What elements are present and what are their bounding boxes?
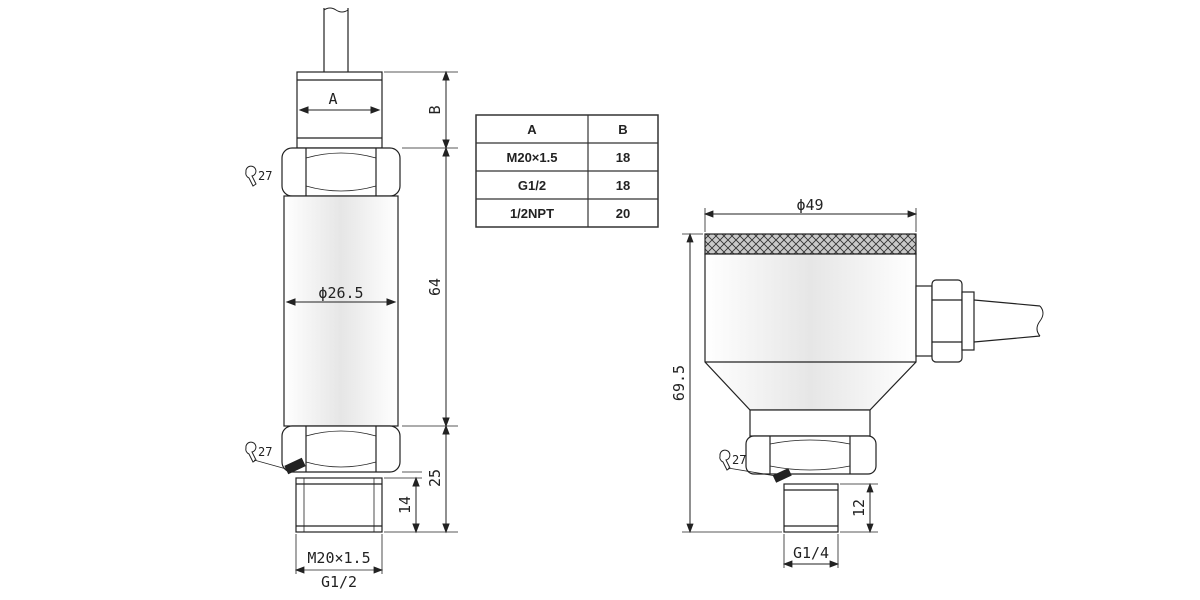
dim-bottom-thread [294, 534, 384, 574]
spec-table: A B M20×1.5 18 G1/2 18 1/2NPT 20 [475, 114, 659, 228]
table-cell: G1/2 [518, 178, 546, 193]
knurled-cap [704, 233, 917, 255]
dim-lower-length [442, 424, 450, 534]
table-cell: M20×1.5 [507, 150, 558, 165]
dim-b [442, 70, 450, 150]
body-length-label: 64 [426, 278, 444, 296]
cable-top [323, 7, 349, 72]
dim-right-bottom-thread [782, 534, 840, 568]
housing [704, 253, 917, 411]
dim-b-label: B [426, 105, 444, 114]
right-hex-nut [745, 435, 877, 475]
wrench-icon [719, 449, 731, 471]
wrench-icon [245, 441, 257, 463]
bottom-thread-label-2: G1/2 [321, 573, 357, 591]
bottom-thread [295, 477, 383, 533]
dim-total-height [682, 232, 782, 534]
dim-right-thread-length [840, 482, 878, 534]
o-ring [772, 468, 792, 483]
lower-length-label: 25 [426, 469, 444, 487]
wrench-top-label: 27 [258, 169, 272, 183]
table-header: B [618, 122, 627, 137]
dim-a [298, 106, 381, 114]
right-wrench-label: 27 [732, 453, 746, 467]
wrench-icon [245, 165, 257, 187]
extension-lines [384, 71, 458, 533]
dim-body-diameter [285, 298, 397, 306]
left-view: A ϕ26.5 [245, 7, 458, 591]
table-header: A [527, 122, 537, 137]
main-body [283, 195, 399, 427]
total-height-label: 69.5 [670, 365, 688, 401]
table-cell: 20 [616, 206, 630, 221]
right-view: ϕ49 69.5 12 G1/4 27 [670, 196, 1044, 568]
body-diameter-label: ϕ26.5 [318, 284, 363, 302]
dim-head-diameter [703, 208, 918, 232]
bottom-hex-nut [281, 425, 401, 473]
table-cell: 1/2NPT [510, 206, 554, 221]
thread-length-label: 14 [396, 496, 414, 514]
table-cell: 18 [616, 178, 630, 193]
table-cell: 18 [616, 150, 630, 165]
dim-a-label: A [328, 90, 337, 108]
top-hex-nut [281, 147, 401, 197]
dim-thread-length [412, 476, 420, 534]
head-diameter-label: ϕ49 [796, 196, 823, 214]
right-bottom-thread [783, 483, 839, 533]
right-thread-length-label: 12 [850, 499, 868, 517]
right-bottom-thread-label: G1/4 [793, 544, 829, 562]
bottom-thread-label-1: M20×1.5 [307, 549, 370, 567]
cable-gland [915, 279, 1044, 363]
dim-body-length [442, 146, 450, 428]
housing-neck [749, 409, 871, 437]
wrench-bottom-label: 27 [258, 445, 272, 459]
